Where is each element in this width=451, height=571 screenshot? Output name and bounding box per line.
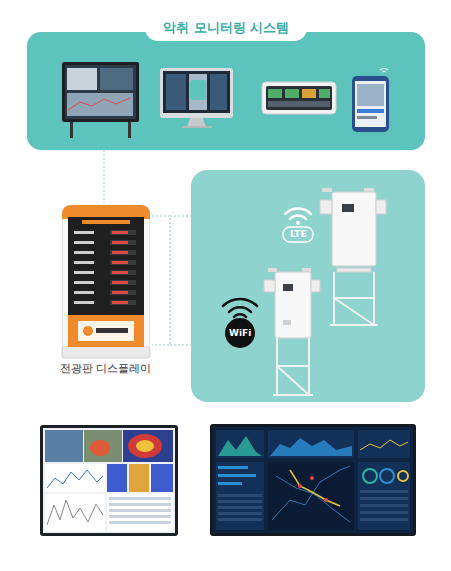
kiosk-display [62,205,150,347]
lte-icon-text: LTE [290,230,307,239]
title-pill: 악취 모니터링 시스템 [145,15,307,41]
node-caption: 전광판 디스플레이 [60,361,152,376]
wifi-icon-text: WiFi [229,329,251,338]
display-node: 전광판 디스플레이 [62,205,150,347]
